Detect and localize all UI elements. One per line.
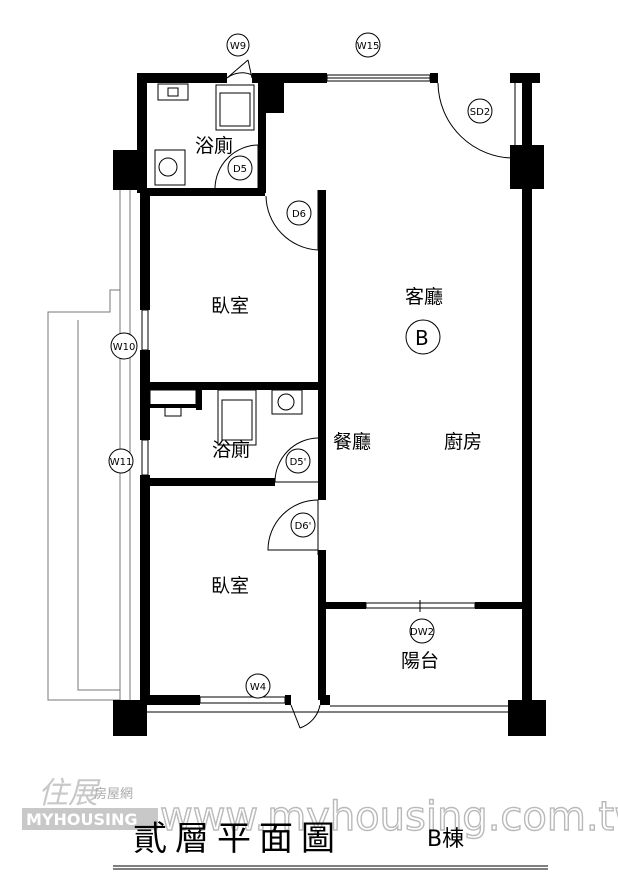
watermark-logo-sub: 房屋網: [94, 786, 133, 802]
opening-tags: W9 W15 SD2 D5 D6 W10 W11 D5' D6' DW2 W4: [108, 32, 493, 699]
tag-w11: W11: [110, 457, 133, 468]
terrace-outline: [47, 190, 131, 701]
tag-w10: W10: [113, 342, 136, 353]
watermark-url: www.myhousing.com.tw: [160, 794, 618, 840]
room-label-kitchen: 廚房: [444, 430, 482, 453]
walls: [113, 73, 546, 736]
tag-d5-prime: D5': [290, 457, 307, 468]
room-labels: 浴廁 臥室 客廳 B 餐廳 廚房 浴廁 臥室 陽台: [195, 134, 482, 672]
tag-w9: W9: [230, 41, 246, 52]
tag-sd2: SD2: [470, 107, 490, 118]
room-label-balcony: 陽台: [401, 650, 439, 672]
watermark-logo-en: MYHOUSING: [26, 810, 138, 829]
doors: [214, 59, 516, 729]
watermark-logo: 住展 房屋網 MYHOUSING: [22, 776, 158, 830]
fixtures: [149, 83, 303, 446]
tag-d6-prime: D6': [295, 521, 312, 532]
tag-w15: W15: [357, 41, 380, 52]
unit-letter: B: [415, 326, 429, 350]
unit-letter-circle: [405, 319, 441, 355]
room-label-bedroom-bottom: 臥室: [211, 575, 249, 597]
room-label-bedroom-top: 臥室: [211, 295, 249, 317]
plan-building: B棟: [427, 827, 464, 852]
watermark-logo-text: 住展: [38, 776, 101, 811]
plan-title: 貳層平面圖: [133, 819, 343, 859]
tag-d5: D5: [233, 164, 247, 175]
tag-w4: W4: [250, 682, 266, 693]
tag-dw2: DW2: [410, 627, 434, 638]
room-label-dining: 餐廳: [333, 431, 371, 453]
room-label-living: 客廳: [405, 286, 443, 308]
room-label-bath-top: 浴廁: [195, 134, 233, 157]
room-label-bath-mid: 浴廁: [212, 438, 250, 461]
tag-d6: D6: [292, 209, 306, 220]
